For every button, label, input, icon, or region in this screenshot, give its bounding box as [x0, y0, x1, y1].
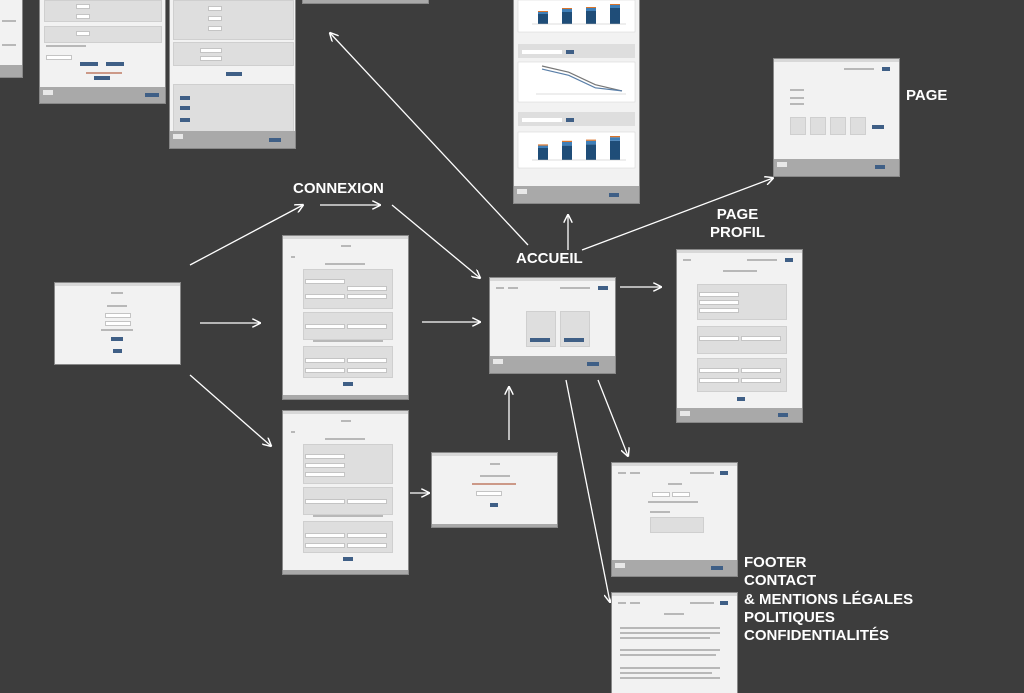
- controls-input-2: [522, 118, 562, 122]
- controls-button-2: [566, 118, 574, 122]
- label-page: PAGE: [906, 87, 948, 104]
- chart0-bar-2-0: [586, 11, 596, 24]
- chart2-bar-3-1: [610, 137, 620, 141]
- chart2-bar-1-0: [562, 145, 572, 160]
- screen-legal: [612, 593, 737, 693]
- arrow-accueil-to-top: [330, 33, 529, 246]
- chart2-bar-0-0: [538, 148, 548, 160]
- label-connexion: CONNEXION: [293, 180, 384, 197]
- arrow-login-to-connexion: [189, 205, 303, 266]
- arrow-accueil-to-legal: [565, 379, 610, 602]
- chart2-bar-2-0: [586, 144, 596, 160]
- chart0-bar-1-2: [562, 8, 572, 9]
- chart0-bar-2-1: [586, 8, 596, 11]
- screen-form-a: [40, 0, 165, 103]
- chart0-bar-0-0: [538, 14, 548, 24]
- chart2-bar-3-2: [610, 136, 620, 138]
- label-page-profil: PAGE PROFIL: [710, 206, 765, 242]
- chart2-bar-2-1: [586, 140, 596, 145]
- screen-form-b: [170, 0, 295, 148]
- screen-dashboard: [514, 0, 639, 203]
- chart0-bar-0-1: [538, 12, 548, 14]
- dashboard-charts: [517, 0, 636, 169]
- screen-partial-top: [303, 0, 428, 3]
- chart2-bar-0-1: [538, 145, 548, 148]
- chart0-bar-1-0: [562, 12, 572, 24]
- controls-input-1: [522, 50, 562, 54]
- screen-signup-1: [283, 236, 408, 399]
- chart0-bar-2-2: [586, 7, 596, 8]
- screen-login: [55, 283, 180, 364]
- controls-strip-2: [518, 112, 635, 126]
- label-footer: FOOTER CONTACT & MENTIONS LÉGALES POLITI…: [744, 554, 914, 645]
- arrow-accueil-to-page: [581, 178, 773, 251]
- screen-accueil: [490, 278, 615, 373]
- label-accueil: ACCUEIL: [516, 250, 583, 267]
- screen-profil: [677, 250, 802, 422]
- arrow-accueil-to-contact: [597, 379, 628, 456]
- chart0-bar-0-2: [538, 11, 548, 12]
- arrow-connexion-to-accueil: [391, 204, 480, 278]
- chart2-bar-2-2: [586, 139, 596, 141]
- chart0-bar-3-2: [610, 4, 620, 5]
- screen-signup-2: [283, 411, 408, 574]
- controls-strip-1: [518, 44, 635, 58]
- chart2-bar-1-1: [562, 142, 572, 146]
- chart2-bar-3-0: [610, 140, 620, 160]
- chart1-series-0: [541, 65, 623, 92]
- chart2-bar-0-2: [538, 144, 548, 146]
- screen-page: [774, 59, 899, 176]
- chart-panel: [517, 61, 636, 103]
- controls-button-1: [566, 50, 574, 54]
- arrow-login-to-signup-2: [189, 374, 271, 446]
- screen-partial-left: [0, 0, 22, 77]
- chart0-bar-1-1: [562, 9, 572, 12]
- chart1-series-1: [541, 68, 623, 92]
- chart0-bar-3-0: [610, 8, 620, 24]
- chart2-bar-1-2: [562, 140, 572, 142]
- screen-confirmation: [432, 453, 557, 527]
- screen-contact: [612, 463, 737, 576]
- chart0-bar-3-1: [610, 5, 620, 8]
